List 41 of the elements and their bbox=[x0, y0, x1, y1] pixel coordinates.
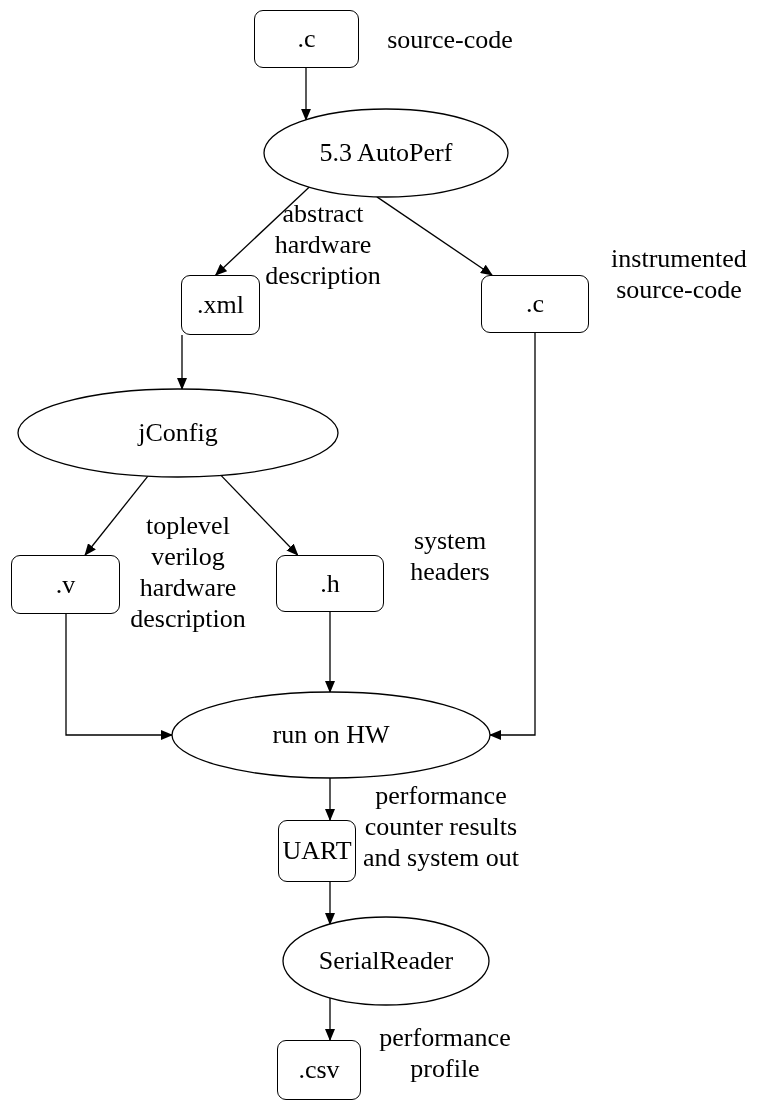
arrow bbox=[489, 332, 536, 740]
node-label: .csv bbox=[298, 1055, 340, 1085]
file-box bbox=[276, 555, 384, 612]
node-label: run on HW bbox=[272, 720, 390, 750]
node-label: UART bbox=[282, 836, 352, 866]
file-box bbox=[277, 1040, 361, 1100]
annotation-text: performance counter results and system out bbox=[362, 780, 520, 873]
annotation-text: performance profile bbox=[378, 1022, 512, 1084]
arrow bbox=[301, 67, 311, 121]
file-box bbox=[254, 10, 359, 68]
annotation-text: abstract hardware description bbox=[264, 198, 382, 291]
file-box bbox=[181, 275, 260, 335]
process-ellipse bbox=[283, 917, 489, 1005]
arrow bbox=[325, 777, 335, 821]
annotation-text: system headers bbox=[409, 525, 491, 587]
arrow bbox=[376, 196, 493, 276]
file-box bbox=[278, 820, 356, 882]
annotation-text: instrumented source-code bbox=[610, 243, 748, 305]
annotation-text: toplevel verilog hardware description bbox=[129, 510, 247, 634]
node-label: jConfig bbox=[138, 418, 218, 448]
process-ellipse bbox=[172, 692, 490, 778]
arrow bbox=[177, 334, 187, 390]
arrow bbox=[325, 881, 335, 926]
node-label: .xml bbox=[197, 290, 244, 320]
arrow bbox=[84, 475, 149, 556]
annotation-text: source-code bbox=[386, 24, 514, 55]
process-ellipse bbox=[264, 109, 508, 197]
node-label: 5.3 AutoPerf bbox=[319, 138, 453, 168]
arrow bbox=[220, 474, 299, 556]
node-label: SerialReader bbox=[318, 946, 454, 976]
node-label: .c bbox=[525, 289, 544, 319]
node-label: .v bbox=[55, 569, 76, 600]
arrow bbox=[325, 997, 335, 1041]
process-ellipse bbox=[18, 389, 338, 477]
arrow bbox=[325, 611, 335, 693]
file-box bbox=[11, 555, 120, 614]
node-label: .h bbox=[320, 568, 340, 599]
node-label: .c bbox=[297, 24, 316, 54]
arrow bbox=[65, 613, 173, 740]
arrow bbox=[214, 186, 310, 276]
file-box bbox=[481, 275, 589, 333]
